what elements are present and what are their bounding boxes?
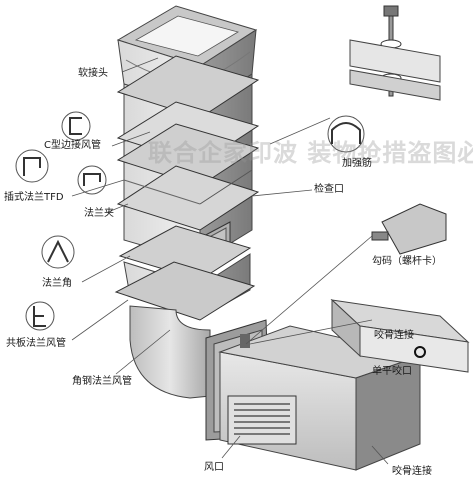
elbow-duct [114, 225, 256, 399]
flange-corner-icon [41, 235, 75, 269]
vertical-duct [116, 55, 260, 275]
label-angle-steel-flange-duct: 角钢法兰风管 [72, 376, 132, 387]
label-c-flange-duct: C型边接风管 [44, 140, 101, 151]
leader-lines [71, 57, 389, 465]
label-soft-joint: 软接头 [78, 68, 108, 79]
hook-code-icon [371, 203, 447, 255]
label-flange-clip: 法兰夹 [84, 208, 114, 219]
label-single-flat-snap: 单平咬口 [372, 366, 412, 377]
label-insert-flange-tfd: 插式法兰TFD [4, 192, 64, 203]
watermark: 联合企家印波 装物抢措盗图必究 [148, 139, 473, 167]
label-snap-joint-1: 咬骨连接 [374, 330, 414, 341]
snap-joint-detail [330, 298, 470, 373]
common-plate-icon [25, 301, 55, 331]
bolt-detail-icon [349, 5, 441, 101]
reinforcing-rib-icon [327, 115, 365, 153]
horizontal-duct [205, 319, 422, 471]
label-flange-corner: 法兰角 [42, 278, 72, 289]
flange-clip-icon [77, 165, 107, 195]
label-reinforcing-rib: 加强筋 [342, 158, 372, 169]
label-air-outlet: 风口 [204, 462, 224, 473]
label-hook-code: 勾码（螺杆卡） [372, 256, 442, 267]
label-snap-joint-2: 咬骨连接 [392, 466, 432, 477]
label-common-plate-flange-duct: 共板法兰风管 [6, 338, 66, 349]
tfd-profile-icon [15, 149, 49, 183]
c-profile-icon [61, 111, 91, 141]
label-inspection-port: 检查口 [314, 184, 344, 195]
